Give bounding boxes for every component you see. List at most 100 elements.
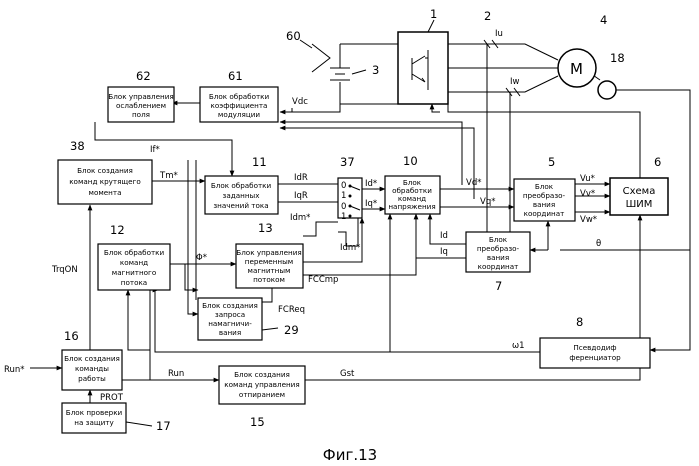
figure-caption: Фиг.13	[323, 446, 377, 464]
block-11-number: 11	[252, 155, 267, 169]
idm-label-1: Idm*	[290, 213, 310, 223]
block-61-number: 61	[228, 69, 243, 83]
block-6: Схема ШИМ 6	[610, 155, 668, 215]
iqr-label: IqR	[294, 191, 308, 201]
theta-label: θ	[596, 239, 601, 249]
block-17-line-1: Блок проверки	[66, 408, 123, 417]
switch-37: 0 1 0 1 37	[338, 155, 362, 222]
block-12-line-4: потока	[121, 278, 147, 287]
motor-label: M	[570, 60, 583, 78]
block-11-line-3: значений тока	[213, 201, 268, 210]
tm-label: Tm*	[159, 171, 178, 181]
block-15-line-3: отпиранием	[239, 390, 285, 399]
block-38-line-2: команд крутящего	[69, 177, 141, 186]
vv-label: Vv*	[580, 189, 595, 199]
block-5-line-3: вания	[533, 200, 555, 209]
idr-label: IdR	[294, 173, 308, 183]
block-16: Блок создания команды работы 16	[62, 329, 122, 390]
fccmp-label: FCCmp	[308, 275, 338, 285]
switch-pos-4: 1	[341, 212, 346, 222]
inverter: 1	[398, 7, 448, 104]
run-in-label: Run*	[4, 365, 25, 375]
block-29-line-3: намагничи-	[208, 319, 252, 328]
run-label: Run	[168, 369, 184, 379]
fcreq-label: FCReq	[278, 305, 305, 315]
idm-label-2: Idm*	[340, 243, 360, 253]
block-62: Блок управления ослаблением поля 62	[108, 69, 174, 122]
block-13-line-2: переменным	[245, 257, 293, 266]
block-38-number: 38	[70, 139, 85, 153]
block-8: Псевдодиф ференциатор 8	[540, 315, 650, 368]
dc-line-antenna: 60	[286, 29, 330, 72]
block-12-line-2: команд	[120, 258, 148, 267]
if-label: If*	[150, 145, 160, 155]
encoder: 18	[598, 51, 625, 99]
omega-label: ω1	[512, 341, 525, 351]
block-5: Блок преобразо- вания координат 5	[514, 155, 575, 221]
block-5-line-4: координат	[524, 209, 565, 218]
inverter-number: 1	[430, 7, 437, 21]
block-13-line-3: магнитным	[248, 266, 291, 275]
block-13-number: 13	[258, 221, 273, 235]
block-5-number: 5	[548, 155, 555, 169]
block-7-line-4: координат	[478, 262, 519, 271]
block-38: Блок создания команд крутящего момента 3…	[58, 139, 152, 204]
block-10-line-4: напряжения	[388, 202, 435, 211]
id-cmd-label: Id*	[365, 179, 377, 189]
block-15: Блок создания команд управления отпирани…	[219, 366, 305, 429]
motor-number: 4	[600, 13, 607, 27]
block-12-number: 12	[110, 223, 125, 237]
switch-number: 37	[340, 155, 355, 169]
block-11-line-1: Блок обработки	[211, 181, 272, 190]
iq-cmd-label: Iq*	[365, 199, 377, 209]
block-7-number: 7	[495, 279, 502, 293]
block-8-line-2: ференциатор	[569, 353, 621, 362]
block-16-line-2: команды	[75, 364, 109, 373]
iu-label: Iu	[495, 29, 503, 39]
block-61-line-1: Блок обработки	[209, 92, 270, 101]
block-6-line-1: Схема	[623, 186, 656, 197]
dc-line-number: 60	[286, 29, 301, 43]
vw-label: Vw*	[580, 215, 597, 225]
vq-label: Vq*	[480, 197, 495, 207]
block-15-line-2: команд управления	[224, 380, 299, 389]
encoder-number: 18	[610, 51, 625, 65]
block-13-line-1: Блок управления	[236, 248, 301, 257]
block-15-number: 15	[250, 415, 265, 429]
block-62-line-3: поля	[132, 110, 150, 119]
block-61-line-2: коэффициента	[211, 101, 268, 110]
block-13-line-4: потоком	[253, 275, 285, 284]
block-38-line-1: Блок создания	[77, 166, 133, 175]
block-12-line-1: Блок обработки	[104, 248, 165, 257]
dc-source-number: 3	[372, 63, 379, 77]
block-16-number: 16	[64, 329, 79, 343]
block-29-line-2: запроса	[215, 310, 245, 319]
vdc-label: Vdc	[292, 97, 308, 107]
gst-label: Gst	[340, 369, 355, 379]
block-29-number: 29	[284, 323, 299, 337]
block-7-line-1: Блок	[489, 235, 508, 244]
block-16-line-1: Блок создания	[64, 354, 120, 363]
block-13: Блок управления переменным магнитным пот…	[236, 221, 303, 288]
block-17-line-2: на защиту	[74, 418, 114, 427]
block-7-line-2: преобразо-	[477, 244, 520, 253]
switch-pos-2: 1	[341, 191, 346, 201]
phi-label: Φ*	[196, 253, 207, 263]
vu-label: Vu*	[580, 174, 595, 184]
block-10: Блок обработки команд напряжения 10	[385, 154, 440, 214]
block-62-line-1: Блок управления	[108, 92, 173, 101]
switch-pos-1: 0	[341, 181, 346, 191]
block-62-number: 62	[136, 69, 151, 83]
block-11: Блок обработки заданных значений тока 11	[205, 155, 278, 214]
motor: M 4	[558, 13, 607, 87]
block-61-line-3: модуляции	[218, 110, 261, 119]
block-5-line-1: Блок	[535, 182, 554, 191]
block-61: Блок обработки коэффициента модуляции 61	[200, 69, 278, 122]
block-7-line-3: вания	[487, 253, 509, 262]
block-12-line-3: магнитного	[112, 268, 156, 277]
block-7: Блок преобразо- вания координат 7	[466, 232, 530, 293]
current-sensors: 2 Iu Iw	[484, 9, 520, 96]
prot-label: PROT	[100, 393, 124, 403]
